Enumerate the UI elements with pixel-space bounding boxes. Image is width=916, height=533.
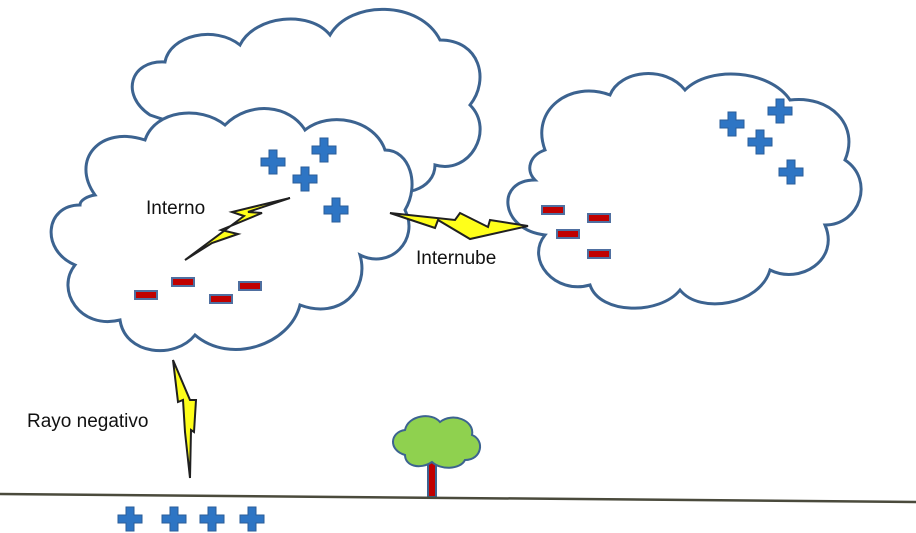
lightning-bolt-icon — [389, 211, 529, 241]
negative-charge-icon — [587, 213, 611, 223]
negative-charge-icon — [209, 294, 233, 304]
negative-charge-icon — [171, 277, 195, 287]
negative-charge-icon — [556, 229, 580, 239]
positive-charge-icon — [199, 506, 225, 532]
lightning-bolt-icon — [172, 359, 198, 479]
cloud-right — [506, 72, 863, 310]
positive-charge-icon — [239, 506, 265, 532]
negative-charge-icon — [134, 290, 158, 300]
label-intercloud: Internube — [416, 248, 497, 269]
positive-charge-icon — [161, 506, 187, 532]
lightning-bolt-icon — [184, 197, 291, 261]
cloud-left — [49, 107, 414, 352]
ground-line — [0, 492, 916, 504]
negative-charge-icon — [587, 249, 611, 259]
label-internal: Interno — [146, 198, 206, 219]
positive-charge-icon — [117, 506, 143, 532]
tree-icon — [392, 415, 481, 498]
negative-charge-icon — [541, 205, 565, 215]
negative-charge-icon — [238, 281, 262, 291]
label-negative-strike: Rayo negativo — [27, 411, 149, 432]
